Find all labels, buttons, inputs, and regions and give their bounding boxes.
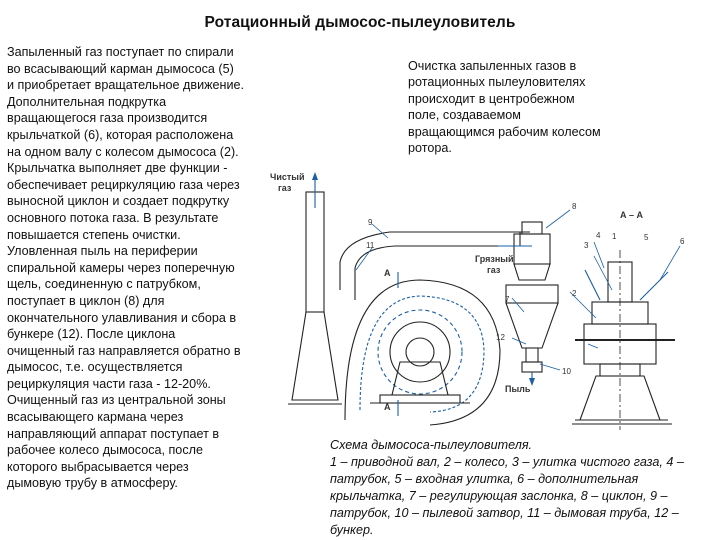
callout-number: 2 — [572, 289, 577, 298]
caption-item: 5 – входная улитка — [394, 472, 511, 486]
callout-number: 5 — [644, 233, 649, 242]
cyclone — [505, 221, 559, 386]
callout-number: 10 — [562, 367, 571, 376]
section-label: А – А — [620, 210, 644, 220]
dusty-gas-label: газ — [487, 265, 501, 275]
caption-item: 10 – пылевой затвор — [394, 506, 521, 520]
callout-number: 7 — [505, 295, 510, 304]
caption-heading: Схема дымососа-пылеуловителя. — [330, 438, 533, 452]
figure-caption: Схема дымососа-пылеуловителя. 1 – привод… — [330, 438, 684, 537]
caption-item: 6 – дополнительная крыльчатка — [330, 472, 639, 503]
caption-item: 8 – циклон — [580, 489, 643, 503]
description-text: Запыленный газ поступает по спирали во в… — [7, 45, 245, 491]
caption-item: 9 – патрубок — [330, 489, 668, 520]
callout-number: 4 — [596, 231, 601, 240]
section-a-a — [572, 250, 675, 430]
dust-label: Пыль — [505, 384, 531, 394]
callout-number: 9 — [368, 218, 373, 227]
clean-gas-label: Чистый — [270, 172, 305, 182]
callout-number: 3 — [584, 241, 589, 250]
caption-item: 7 – регулирующая заслонка — [408, 489, 574, 503]
section-mark-label: А — [384, 402, 391, 412]
section-mark-label: А — [384, 268, 391, 278]
callout-number: 12 — [496, 333, 505, 342]
page-title: Ротационный дымосос-пылеуловитель — [204, 14, 516, 31]
callout-number: 1 — [612, 232, 617, 241]
clean-gas-label: газ — [278, 183, 292, 193]
caption-item: 1 – приводной вал — [330, 455, 437, 469]
summary-text: Очистка запыленных газов в ротационных п… — [408, 59, 601, 156]
volute-casing — [344, 279, 501, 426]
duct-9 — [339, 231, 530, 290]
caption-item: 11 – дымовая труба — [527, 506, 648, 520]
caption-item: 3 – улитка чистого газа — [511, 455, 660, 469]
dusty-gas-label: Грязный — [475, 254, 514, 264]
caption-item: 2 – колесо — [443, 455, 505, 469]
smoke-stack — [288, 191, 342, 405]
callout-number: 11 — [366, 241, 375, 250]
callout-number: 6 — [680, 237, 685, 246]
caption-item: 12 – бункер — [330, 506, 679, 537]
callout-number: 8 — [572, 202, 577, 211]
caption-item: 4 – патрубок — [330, 455, 684, 486]
